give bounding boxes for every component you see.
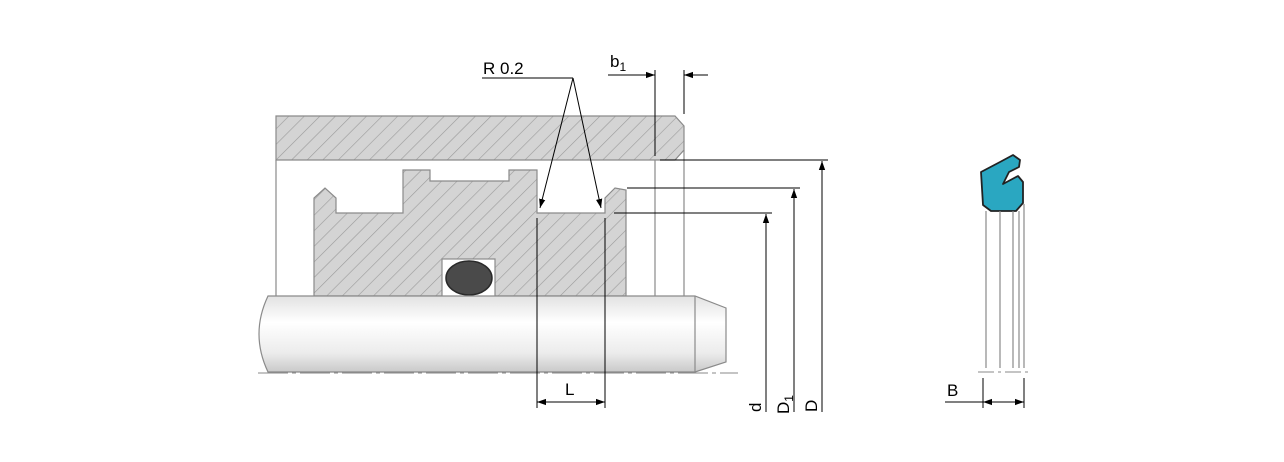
b1-label: b: [610, 52, 619, 71]
rod: [258, 295, 738, 374]
housing: [275, 115, 685, 296]
d-label: d: [746, 403, 765, 412]
radius-callout: R 0.2: [482, 59, 603, 209]
o-ring: [445, 260, 493, 296]
seal-cross-section: [980, 154, 1024, 212]
b1-subscript: 1: [619, 60, 626, 74]
svg-text:b1: b1: [610, 52, 626, 74]
radius-label: R 0.2: [483, 59, 524, 78]
width-dimension: B: [945, 378, 1025, 408]
d1-subscript: 1: [782, 395, 796, 402]
svg-text:D1: D1: [774, 395, 796, 414]
d1-label: D: [774, 402, 793, 414]
width-label: B: [947, 381, 958, 400]
b1-dimension: b1: [608, 52, 708, 156]
length-dimension: L: [536, 218, 606, 408]
length-label: L: [565, 380, 574, 399]
diameter-dimensions: d D1 D: [614, 159, 828, 414]
big-d-label: D: [802, 400, 821, 412]
seal-profile: [978, 154, 1032, 373]
